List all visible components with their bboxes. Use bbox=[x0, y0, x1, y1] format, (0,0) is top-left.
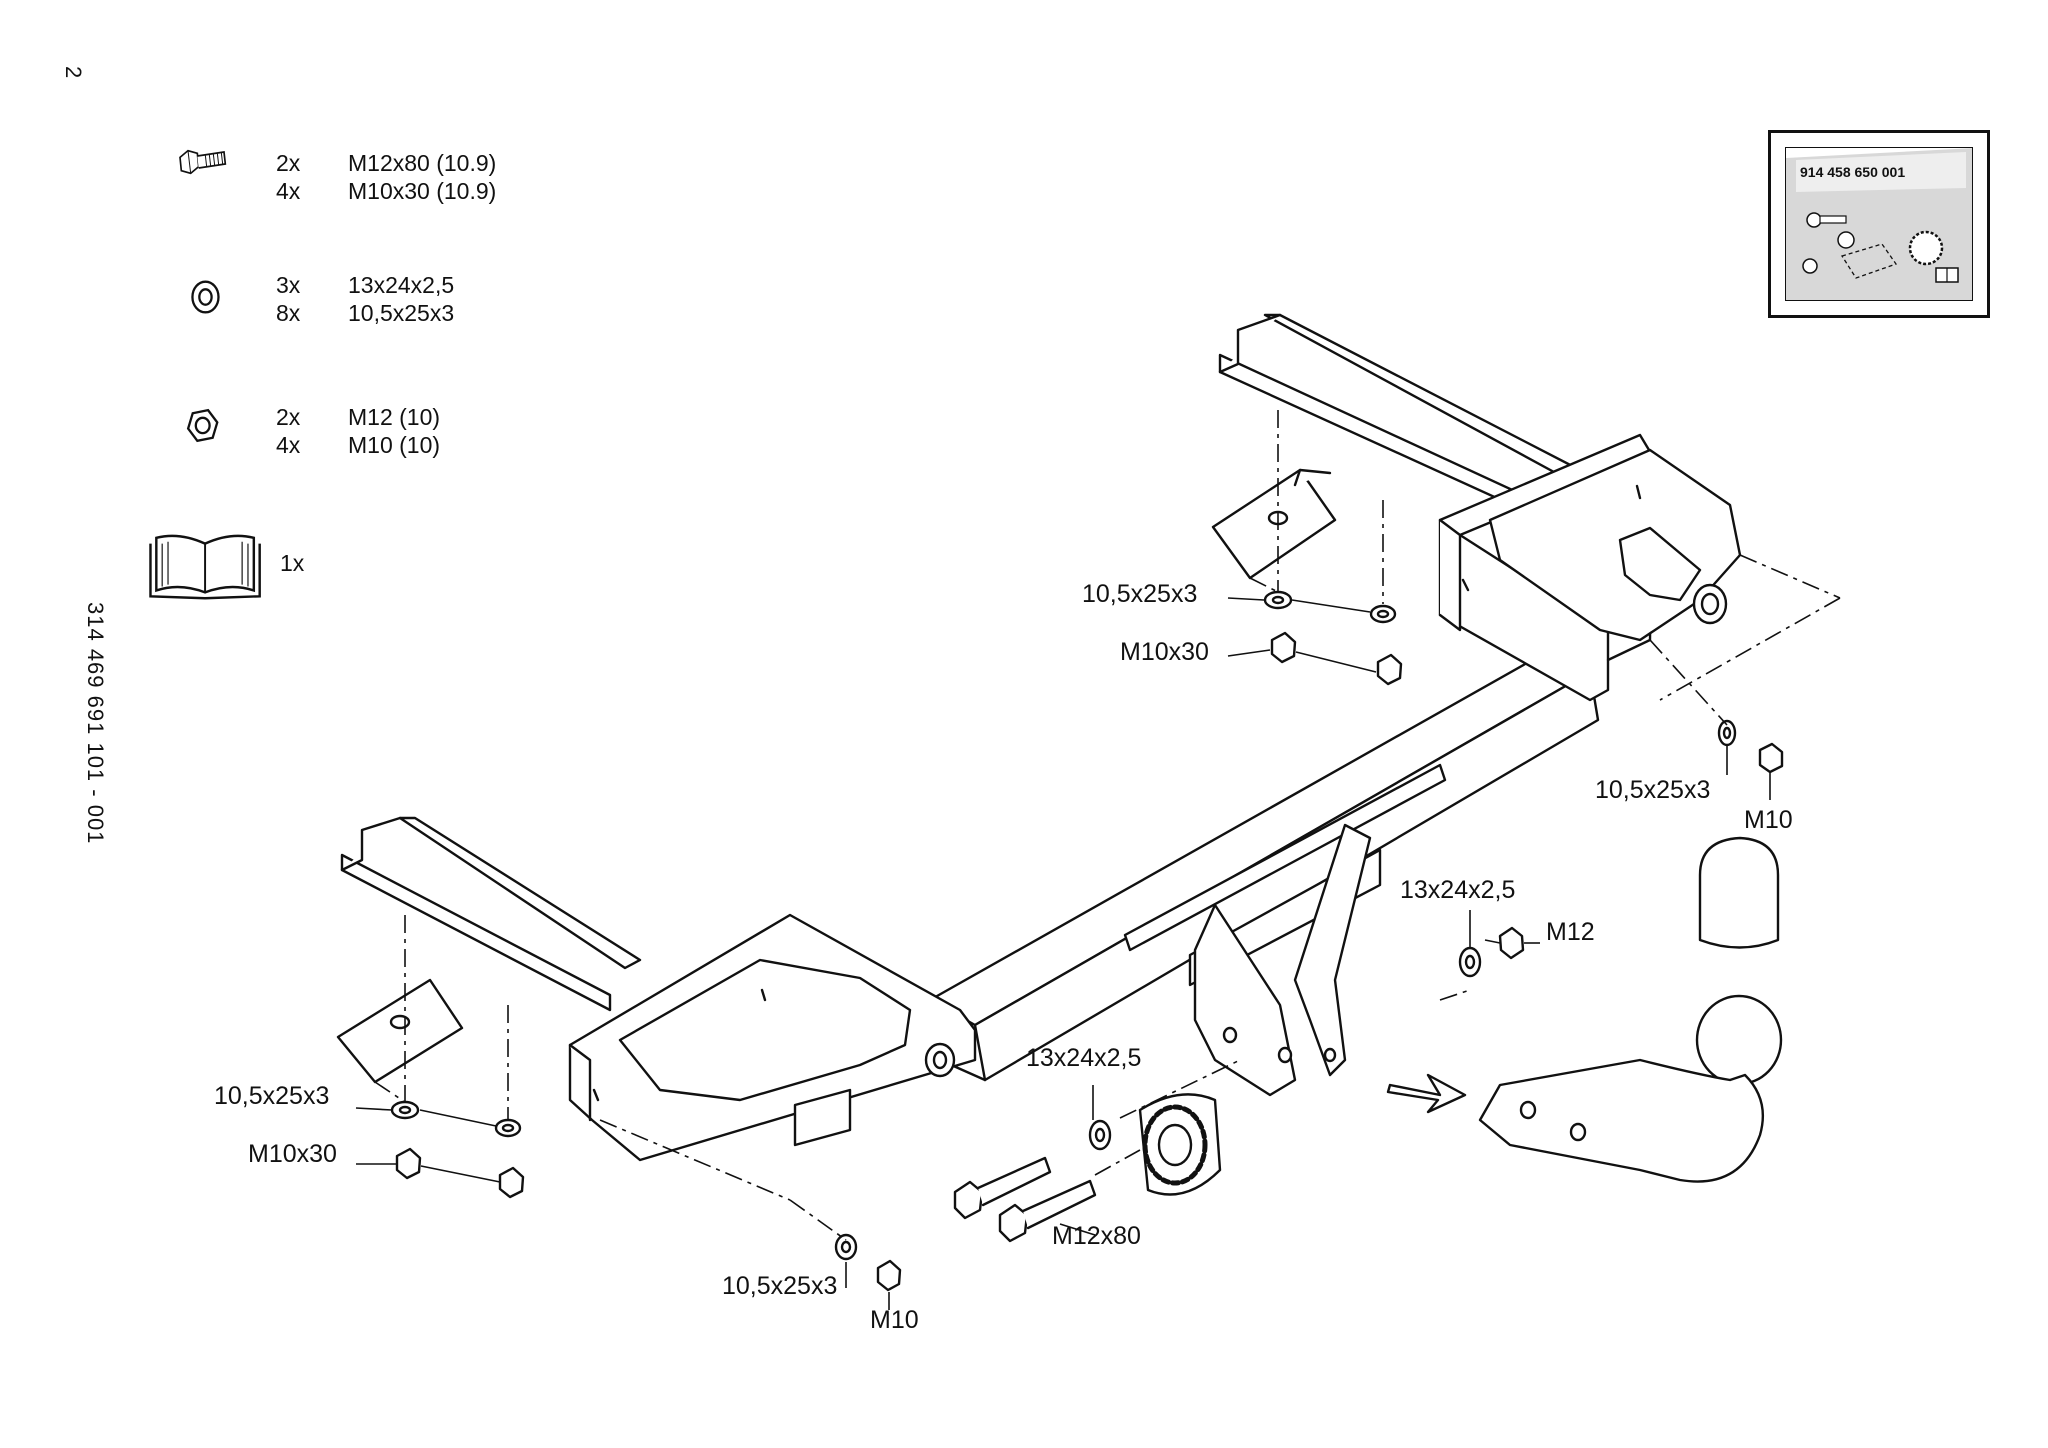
legend-qty: 2x bbox=[276, 150, 301, 176]
legend-qty: 4x bbox=[276, 432, 301, 458]
legend-spec: M12 (10) bbox=[348, 404, 441, 430]
plate-icon bbox=[1840, 243, 1898, 279]
socket-plate bbox=[1138, 1093, 1222, 1196]
callout-center-bolts: M12x80 bbox=[1052, 1222, 1141, 1250]
alignment-lines bbox=[374, 410, 1841, 1241]
legend-row-bolts: 2x M12x80 (10.9) 4x M10x30 (10.9) bbox=[140, 140, 540, 204]
washer-icon bbox=[191, 280, 220, 314]
callout-right-washer: 10,5x25x3 bbox=[1595, 776, 1711, 804]
m12-bolts bbox=[953, 1156, 1097, 1243]
upper-mounting-tab bbox=[1211, 468, 1337, 580]
callout-bottom-washer: 10,5x25x3 bbox=[722, 1272, 838, 1300]
left-side-bracket bbox=[340, 816, 977, 1162]
legend-spec: M12x80 (10.9) bbox=[348, 150, 497, 176]
right-side-bracket bbox=[1218, 313, 1742, 702]
nut-icon bbox=[1802, 258, 1818, 274]
washer-icon bbox=[1837, 231, 1855, 249]
legend-line: 1x bbox=[280, 550, 304, 577]
legend-spec: M10x30 (10.9) bbox=[348, 178, 497, 204]
legend-line: 4x M10 (10) bbox=[276, 432, 440, 459]
socket-plate-icon bbox=[1908, 230, 1944, 266]
legend-line: 3x 13x24x2,5 bbox=[276, 272, 454, 299]
callout-bottom-nut: M10 bbox=[870, 1306, 919, 1334]
lower-mounting-tab bbox=[336, 978, 464, 1084]
callout-rear-washer-top: 10,5x25x3 bbox=[1082, 580, 1198, 608]
legend-line: 2x M12x80 (10.9) bbox=[276, 150, 496, 177]
legend-qty: 2x bbox=[276, 404, 301, 430]
callout-m12-nut: M12 bbox=[1546, 918, 1595, 946]
tow-ball-assembly bbox=[1386, 836, 1783, 1183]
washers bbox=[390, 590, 1737, 1261]
legend-spec: 13x24x2,5 bbox=[348, 272, 455, 298]
kit-card-code: 914 458 650 001 bbox=[1800, 164, 1906, 180]
callout-rear-bolt-top: M10x30 bbox=[1120, 638, 1209, 666]
legend-line: 8x 10,5x25x3 bbox=[276, 300, 454, 327]
legend-qty: 8x bbox=[276, 300, 301, 326]
callout-right-nut: M10 bbox=[1744, 806, 1793, 834]
legend-qty: 1x bbox=[280, 550, 305, 576]
callout-front-washer-left: 10,5x25x3 bbox=[214, 1082, 330, 1110]
kit-card: 914 458 650 001 bbox=[1768, 130, 1990, 318]
leader-lines bbox=[355, 597, 1771, 1310]
nuts-and-short-bolts bbox=[395, 631, 1784, 1292]
legend-row-washers: 3x 13x24x2,5 8x 10,5x25x3 bbox=[140, 262, 540, 326]
callout-front-bolt-left: M10x30 bbox=[248, 1140, 337, 1168]
kit-card-label: 914 458 650 001 bbox=[1785, 147, 1973, 301]
legend-row-manual: 1x bbox=[140, 534, 540, 600]
callout-center-washer: 13x24x2,5 bbox=[1026, 1044, 1142, 1072]
kit-card-artwork bbox=[1786, 148, 1972, 300]
callout-m12-washer: 13x24x2,5 bbox=[1400, 876, 1516, 904]
hex-bolt-icon bbox=[179, 149, 227, 175]
legend-spec: M10 (10) bbox=[348, 432, 441, 458]
legend-line: 4x M10x30 (10.9) bbox=[276, 178, 496, 205]
center-mount-plate bbox=[1123, 763, 1447, 1097]
legend-row-nuts: 2x M12 (10) 4x M10 (10) bbox=[140, 394, 540, 458]
manual-book-icon bbox=[149, 534, 261, 600]
legend-spec: 10,5x25x3 bbox=[348, 300, 455, 326]
legend-line: 2x M12 (10) bbox=[276, 404, 440, 431]
hex-nut-icon bbox=[186, 408, 219, 443]
legend-qty: 3x bbox=[276, 272, 301, 298]
legend-qty: 4x bbox=[276, 178, 301, 204]
